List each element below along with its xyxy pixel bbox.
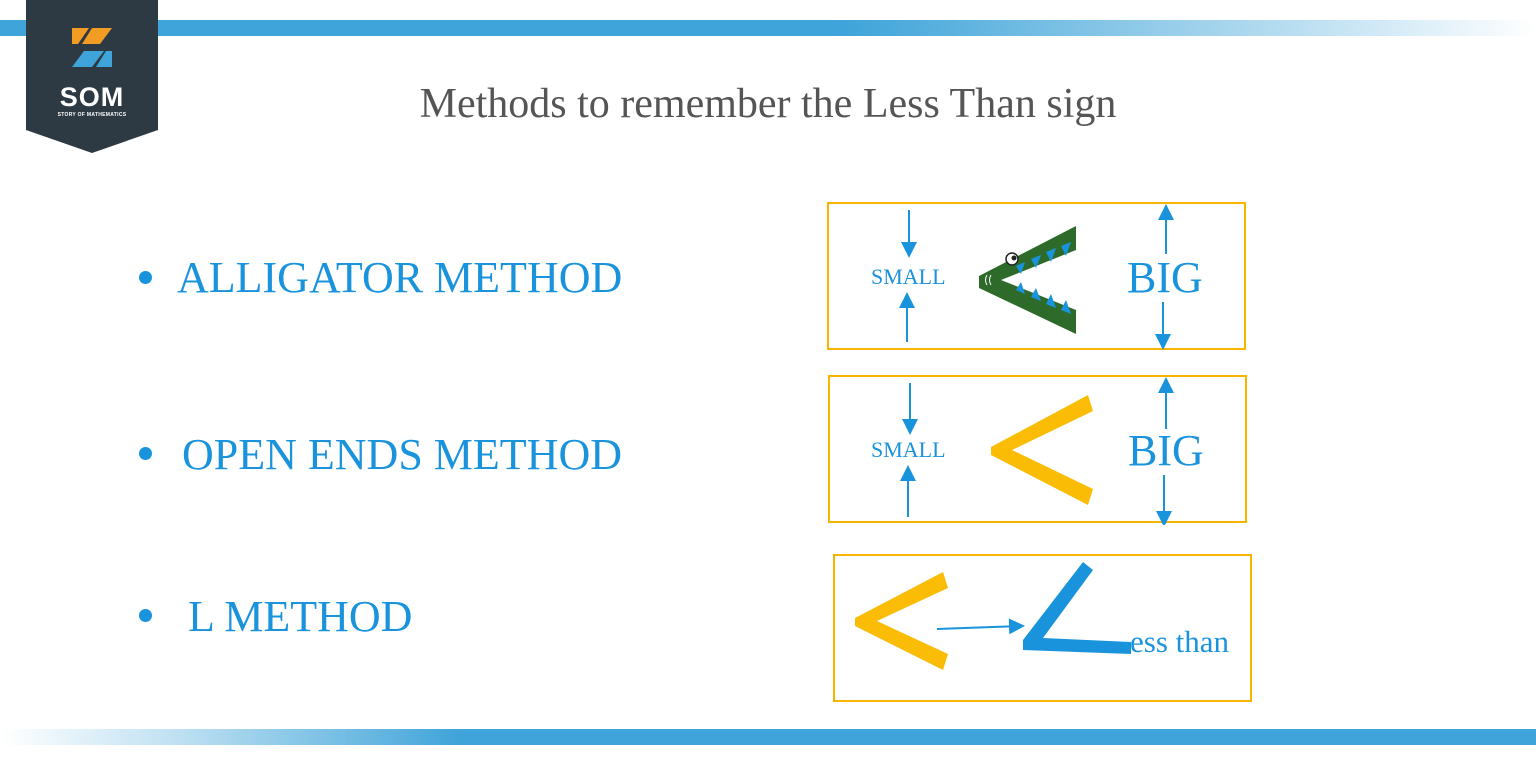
alligator-icon: [979, 226, 1076, 334]
bullet-open-ends: [139, 447, 152, 460]
method-open-ends-label: OPEN ENDS METHOD: [182, 430, 622, 479]
l-method-suffix-label: ess than: [1130, 624, 1230, 659]
transform-arrow: [936, 618, 1025, 635]
less-than-sign-icon: [991, 395, 1093, 505]
bullet-alligator: [139, 271, 152, 284]
top-accent-band: [0, 20, 1536, 36]
l-method-panel: ess than: [833, 554, 1252, 702]
open-ends-panel: SMALL BIG: [828, 375, 1247, 525]
open-ends-diagram: [900, 377, 1174, 525]
logo-text: SOM: [59, 82, 125, 112]
method-l-label: L METHOD: [188, 592, 413, 641]
alligator-diagram: [899, 204, 1174, 350]
open-ends-small-label: SMALL: [871, 437, 946, 462]
method-alligator-label: ALLIGATOR METHOD: [177, 253, 623, 302]
alligator-big-label: BIG: [1127, 253, 1203, 302]
rotated-l-icon: [1023, 562, 1131, 654]
som-logo: [26, 0, 158, 153]
less-than-sign-icon: [855, 572, 948, 670]
l-method-diagram: [855, 562, 1131, 670]
alligator-panel: SMALL BIG: [827, 202, 1246, 350]
page-title: Methods to remember the Less Than sign: [419, 81, 1117, 127]
bottom-accent-band: [0, 729, 1536, 745]
logo-subtext: STORY OF MATHEMATICS: [57, 112, 127, 118]
logo-mark-icon: [72, 28, 112, 67]
alligator-small-label: SMALL: [871, 264, 946, 289]
open-ends-big-label: BIG: [1128, 426, 1204, 475]
bullet-l-method: [139, 609, 152, 622]
